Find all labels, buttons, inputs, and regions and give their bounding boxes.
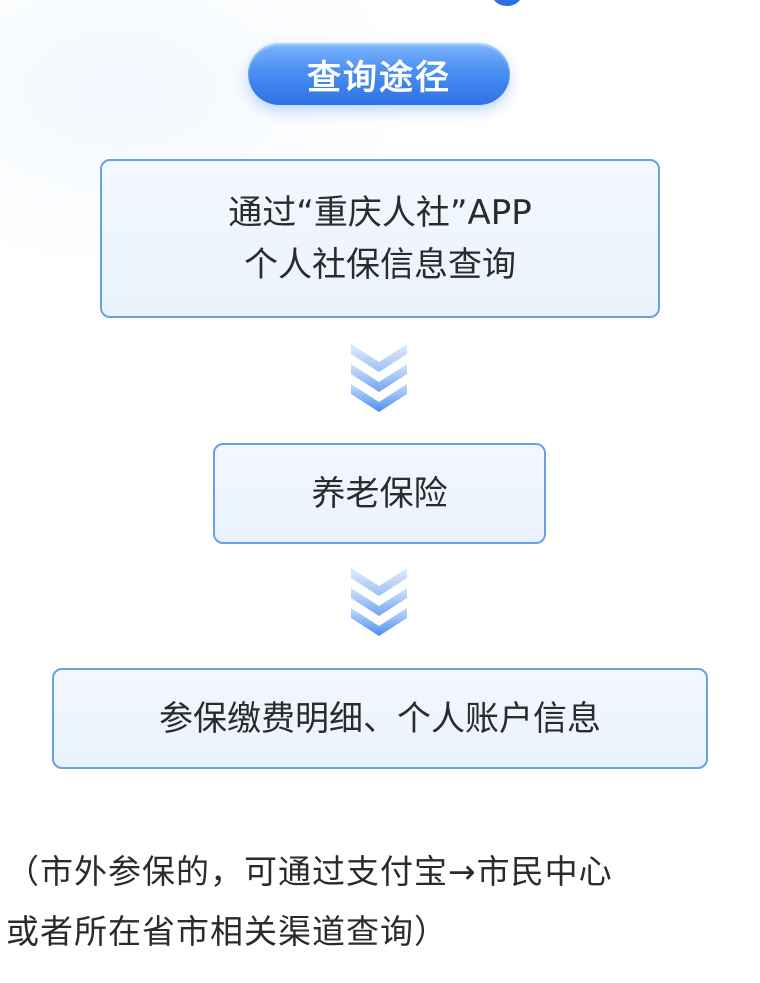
triple-chevron-down-icon <box>351 568 407 636</box>
step-1-line-1: 通过“重庆人社”APP <box>228 192 532 233</box>
step-1-line-2: 个人社保信息查询 <box>244 244 516 285</box>
footnote-line-2: 或者所在省市相关渠道查询） <box>6 912 448 951</box>
footnote-line-1: （市外参保的，可通过支付宝→市民中心 <box>6 852 613 891</box>
title-pill: 查询途径 <box>248 43 510 105</box>
page-title: 查询途径 <box>307 57 451 98</box>
step-3-label: 参保缴费明细、个人账户信息 <box>159 698 601 739</box>
footnote: （市外参保的，可通过支付宝→市民中心 或者所在省市相关渠道查询） <box>6 842 756 962</box>
step-box-2: 养老保险 <box>213 443 546 544</box>
step-box-3: 参保缴费明细、个人账户信息 <box>52 668 708 769</box>
triple-chevron-down-icon <box>351 344 407 412</box>
step-2-label: 养老保险 <box>311 473 448 514</box>
decorative-dot <box>492 0 522 6</box>
step-box-1: 通过“重庆人社”APP 个人社保信息查询 <box>100 159 660 318</box>
